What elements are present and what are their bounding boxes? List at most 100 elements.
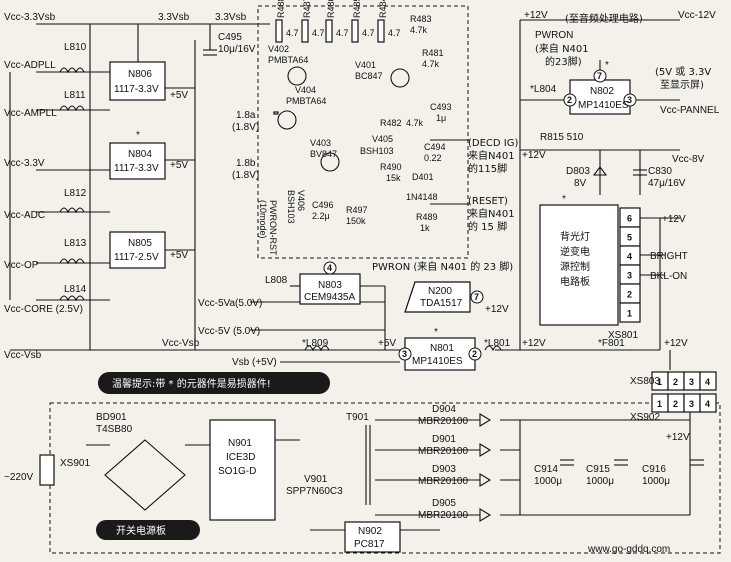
svg-text:R482: R482 [380, 118, 402, 128]
svg-text:D803: D803 [566, 166, 590, 177]
backlight-star: * [562, 194, 566, 205]
xs803-pin-3: 3 [689, 377, 694, 387]
svg-text:(1.8V): (1.8V) [232, 170, 259, 181]
svg-text:N802: N802 [590, 86, 614, 97]
rail-12v-xs803: +12V [664, 338, 688, 349]
xs801-pin-5: 5 [627, 233, 632, 243]
svg-text:PMBTA64: PMBTA64 [286, 96, 326, 106]
svg-text:(10mode): (10mode) [258, 200, 268, 239]
xs801-pin-6: 6 [627, 214, 632, 224]
inductor-l801: *L801 [484, 338, 511, 349]
svg-text:D903: D903 [432, 464, 456, 475]
pwron-source: (来自 N401 [535, 42, 589, 55]
connector-xs901: XS901 [60, 458, 90, 469]
svg-text:4.7: 4.7 [312, 28, 325, 38]
wiring [9, 19, 691, 531]
xs801-pin-2: 2 [627, 290, 632, 300]
svg-text:R489: R489 [416, 212, 438, 222]
capacitor-c915: C915 1000μ [586, 459, 628, 487]
svg-text:1N4148: 1N4148 [406, 192, 438, 202]
svg-text:1000μ: 1000μ [642, 476, 670, 487]
svg-text:1μ: 1μ [436, 113, 446, 123]
svg-text:V406: V406 [296, 190, 306, 211]
pwron-pin: 的23脚) [545, 55, 582, 68]
svg-text:2: 2 [567, 95, 572, 105]
svg-text:47μ/16V: 47μ/16V [648, 178, 686, 189]
svg-text:2.2μ: 2.2μ [312, 211, 330, 221]
regulator-n803: N803 CEM9435A 4 [299, 261, 361, 305]
n801-star: * [434, 327, 438, 338]
rail-vcc-12v: Vcc-12V [678, 10, 716, 21]
svg-text:MBR20100: MBR20100 [418, 476, 468, 487]
svg-text:R488: R488 [276, 0, 286, 18]
svg-text:背光灯: 背光灯 [560, 230, 590, 243]
signal-bklon: BKL-ON [650, 271, 687, 282]
svg-text:SO1G-D: SO1G-D [218, 466, 256, 477]
rail-vcc-5v: Vcc-5V (5.0V) [198, 326, 260, 337]
psu-12v-output: +12V [666, 432, 690, 443]
rail-vcc-pannel: Vcc-PANNEL [660, 105, 720, 116]
svg-text:D905: D905 [432, 498, 456, 509]
mosfet-v901: V901 SPP7N60C3 [286, 474, 343, 497]
svg-text:4: 4 [327, 263, 332, 273]
svg-text:3: 3 [627, 95, 632, 105]
svg-text:N806: N806 [128, 69, 152, 80]
left-inductors: L810 L811 L812 L813 L814 [59, 42, 87, 302]
inductor-l810: L810 [64, 42, 87, 53]
svg-text:1k: 1k [420, 223, 430, 233]
inductor-l813: L813 [64, 238, 87, 249]
svg-text:V404: V404 [295, 85, 316, 95]
svg-text:N803: N803 [318, 280, 342, 291]
svg-text:N804: N804 [128, 149, 152, 160]
reset-label: (RESET) [468, 196, 508, 207]
svg-text:D904: D904 [432, 404, 456, 415]
audio-note: (至音频处理电路) [565, 12, 643, 25]
svg-text:V403: V403 [310, 138, 331, 148]
capacitor-c830: C830 47μ/16V [633, 166, 686, 189]
inductor-l804: *L804 [530, 84, 557, 95]
svg-text:C830: C830 [648, 166, 672, 177]
svg-text:BV847: BV847 [310, 149, 337, 159]
bridge-bd901: BD901 T4SB80 [96, 412, 186, 511]
svg-text:N801: N801 [430, 343, 454, 354]
xs902-pin-2: 2 [673, 399, 678, 409]
decdig-pin: 的115脚 [468, 162, 507, 175]
svg-text:R485: R485 [352, 0, 362, 18]
reset-circuit: R488 4.7 R487 4.7 R486 4.7 R485 4.7 R484… [232, 0, 452, 256]
svg-text:C914: C914 [534, 464, 558, 475]
svg-text:源控制: 源控制 [560, 260, 590, 273]
svg-text:R487: R487 [302, 0, 312, 18]
decdig-label: (DECD IG) [468, 138, 518, 149]
rail-12v-r815: +12V [522, 150, 546, 161]
resistor-r815: R815 510 [540, 132, 584, 143]
svg-text:C493: C493 [430, 102, 452, 112]
rail-vcc-adpll: Vcc-ADPLL [4, 60, 56, 71]
xs801-label: XS801 [608, 330, 638, 341]
transformer-t901: T901 [346, 412, 371, 505]
svg-text:1000μ: 1000μ [534, 476, 562, 487]
xs902-label: XS902 [630, 412, 660, 423]
svg-text:R481: R481 [422, 48, 444, 58]
xs803-pin-4: 4 [705, 377, 710, 387]
decdig-source: 来自N401 [468, 149, 515, 162]
ac-input-label: ~220V [4, 472, 34, 483]
regulator-n801: * N801 MP1410ES 3 2 [398, 327, 482, 371]
svg-text:8V: 8V [574, 178, 587, 189]
resistor-bank: R488 4.7 R487 4.7 R486 4.7 R485 4.7 R484… [275, 0, 401, 43]
svg-text:R484: R484 [378, 0, 388, 18]
rail-vsb-5v: Vsb (+5V) [232, 357, 277, 368]
capacitor-c916: C916 1000μ [642, 459, 704, 487]
svg-text:ICE3D: ICE3D [226, 452, 255, 463]
svg-text:D401: D401 [412, 172, 434, 182]
regulator-n804: * N804 1117-3.3V +5V [109, 130, 188, 180]
svg-text:BD901: BD901 [96, 412, 127, 423]
zener-d803: D803 8V [566, 166, 608, 189]
svg-text:MP1410ES: MP1410ES [578, 100, 629, 111]
svg-text:4.7: 4.7 [388, 28, 401, 38]
reset-source: 来自N401 [468, 207, 515, 220]
rail-vcc-vsb-mid: Vcc-Vsb [162, 338, 200, 349]
svg-text:R490: R490 [380, 162, 402, 172]
rail-3v3vsb-a: 3.3Vsb [158, 12, 190, 23]
svg-text:10μ/16V: 10μ/16V [218, 44, 256, 55]
